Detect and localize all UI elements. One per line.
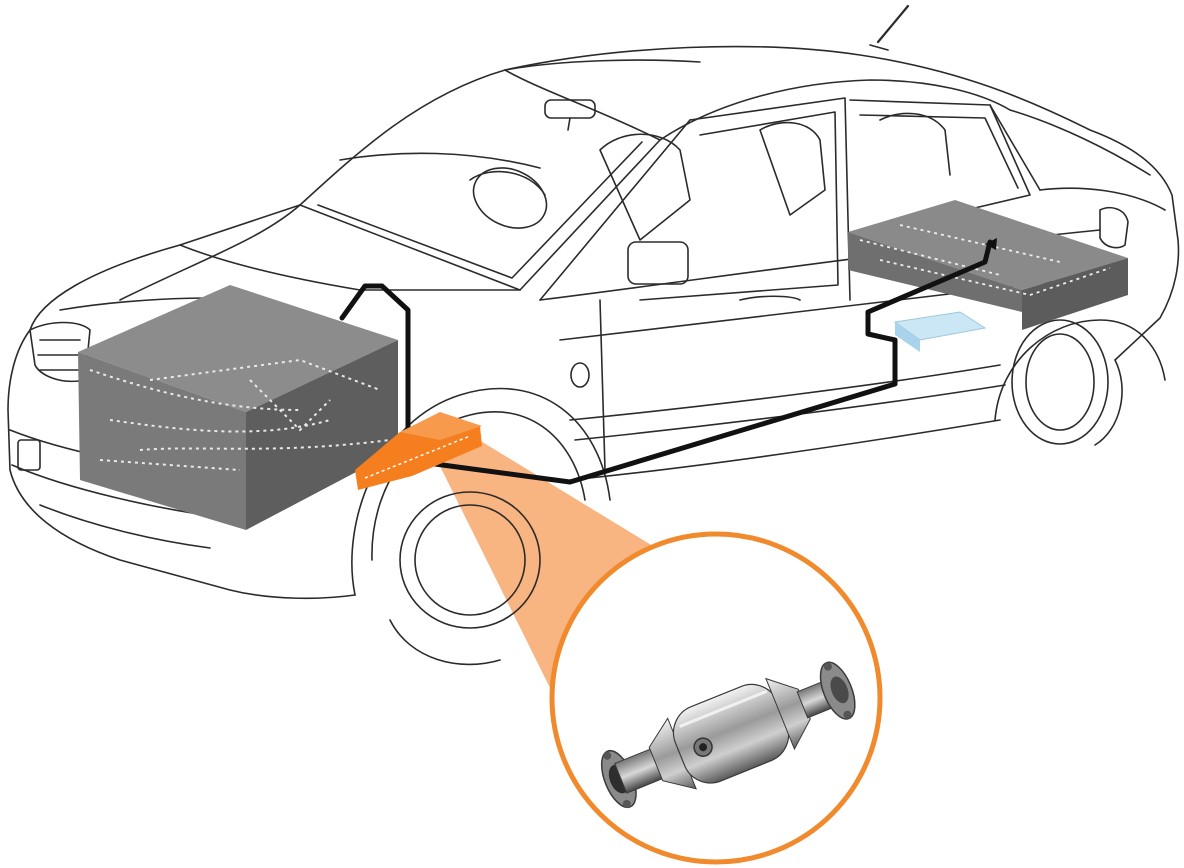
- muffler-icon: [893, 311, 987, 352]
- tailpipe-tip: [985, 238, 997, 250]
- engine-block-icon: [78, 285, 398, 530]
- catalytic-converter-highlight: [355, 412, 482, 490]
- rear-block-icon: [848, 200, 1128, 330]
- car-body: [7, 4, 1180, 666]
- catalytic-converter-icon: [600, 661, 856, 809]
- exhaust-pipe: [339, 239, 993, 485]
